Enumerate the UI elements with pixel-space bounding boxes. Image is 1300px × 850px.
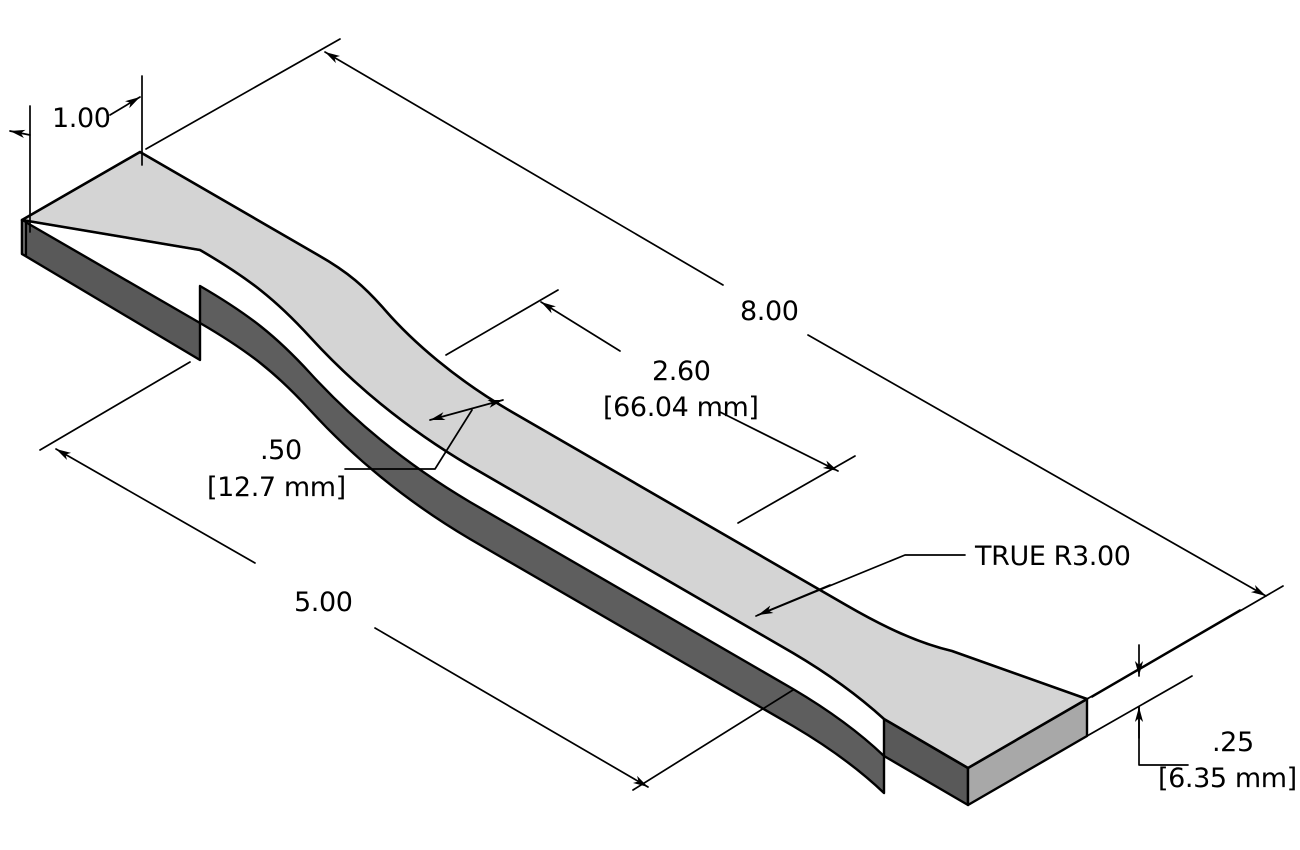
dim-line-5-00-a <box>55 448 256 564</box>
gauge-side-face <box>198 284 886 795</box>
dim-line-5-00-b <box>374 627 649 788</box>
dim-line-2-60-b <box>719 411 839 472</box>
dim-line-2-60-a <box>540 301 621 352</box>
dimension-grip-to-grip-length: 5.00 <box>39 361 794 791</box>
dimension-value-0-50: .50 <box>260 435 302 466</box>
dimension-value-5-00: 5.00 <box>294 587 353 618</box>
dim-line-1-00-left <box>9 129 31 138</box>
leader-0-50 <box>344 409 473 470</box>
left-end-face <box>20 218 28 258</box>
ext-line-8-00-left <box>145 38 341 150</box>
dimension-thickness: .25 [6.35 mm] <box>1086 609 1297 794</box>
dimension-gauge-length: 2.60 [66.04 mm] <box>445 289 856 524</box>
dim-line-8-00-b <box>807 334 1267 597</box>
top-face-upper-edge <box>21 151 1088 700</box>
dimension-alt-0-50: [12.7 mm] <box>207 472 346 503</box>
dimension-alt-0-25: [6.35 mm] <box>1158 763 1297 794</box>
top-face-lower-edge <box>21 219 969 769</box>
dimension-overall-length: 8.00 <box>145 38 1284 698</box>
dimension-gauge-width: .50 [12.7 mm] <box>207 399 504 503</box>
ext-line-5-00-right <box>632 689 794 791</box>
ext-line-0-25-bottom <box>1086 675 1193 737</box>
dimension-alt-2-60: [66.04 mm] <box>603 392 759 423</box>
dim-line-0-50 <box>429 399 504 421</box>
dimension-value-8-00: 8.00 <box>740 296 799 327</box>
leader-0-25 <box>1138 706 1189 766</box>
note-fillet-radius: TRUE R3.00 <box>755 541 1131 617</box>
top-face <box>20 150 1089 770</box>
ext-line-0-25-top <box>1086 609 1241 700</box>
note-text-true-r3-00: TRUE R3.00 <box>974 541 1131 572</box>
specimen-solid <box>20 150 1089 807</box>
dimension-overall-tab-width: 1.00 <box>9 75 143 233</box>
leader-arrow-true-r3-00 <box>757 584 831 616</box>
ext-line-2-60-right <box>737 455 856 524</box>
ext-line-2-60-left <box>445 289 559 356</box>
ext-line-5-00-left <box>39 361 191 451</box>
dimension-value-1-00: 1.00 <box>52 103 111 134</box>
dim-line-8-00-a <box>324 51 724 286</box>
dimension-value-0-25: .25 <box>1212 727 1254 758</box>
dimension-value-2-60: 2.60 <box>652 356 711 387</box>
dim-line-1-00-right <box>109 96 141 116</box>
